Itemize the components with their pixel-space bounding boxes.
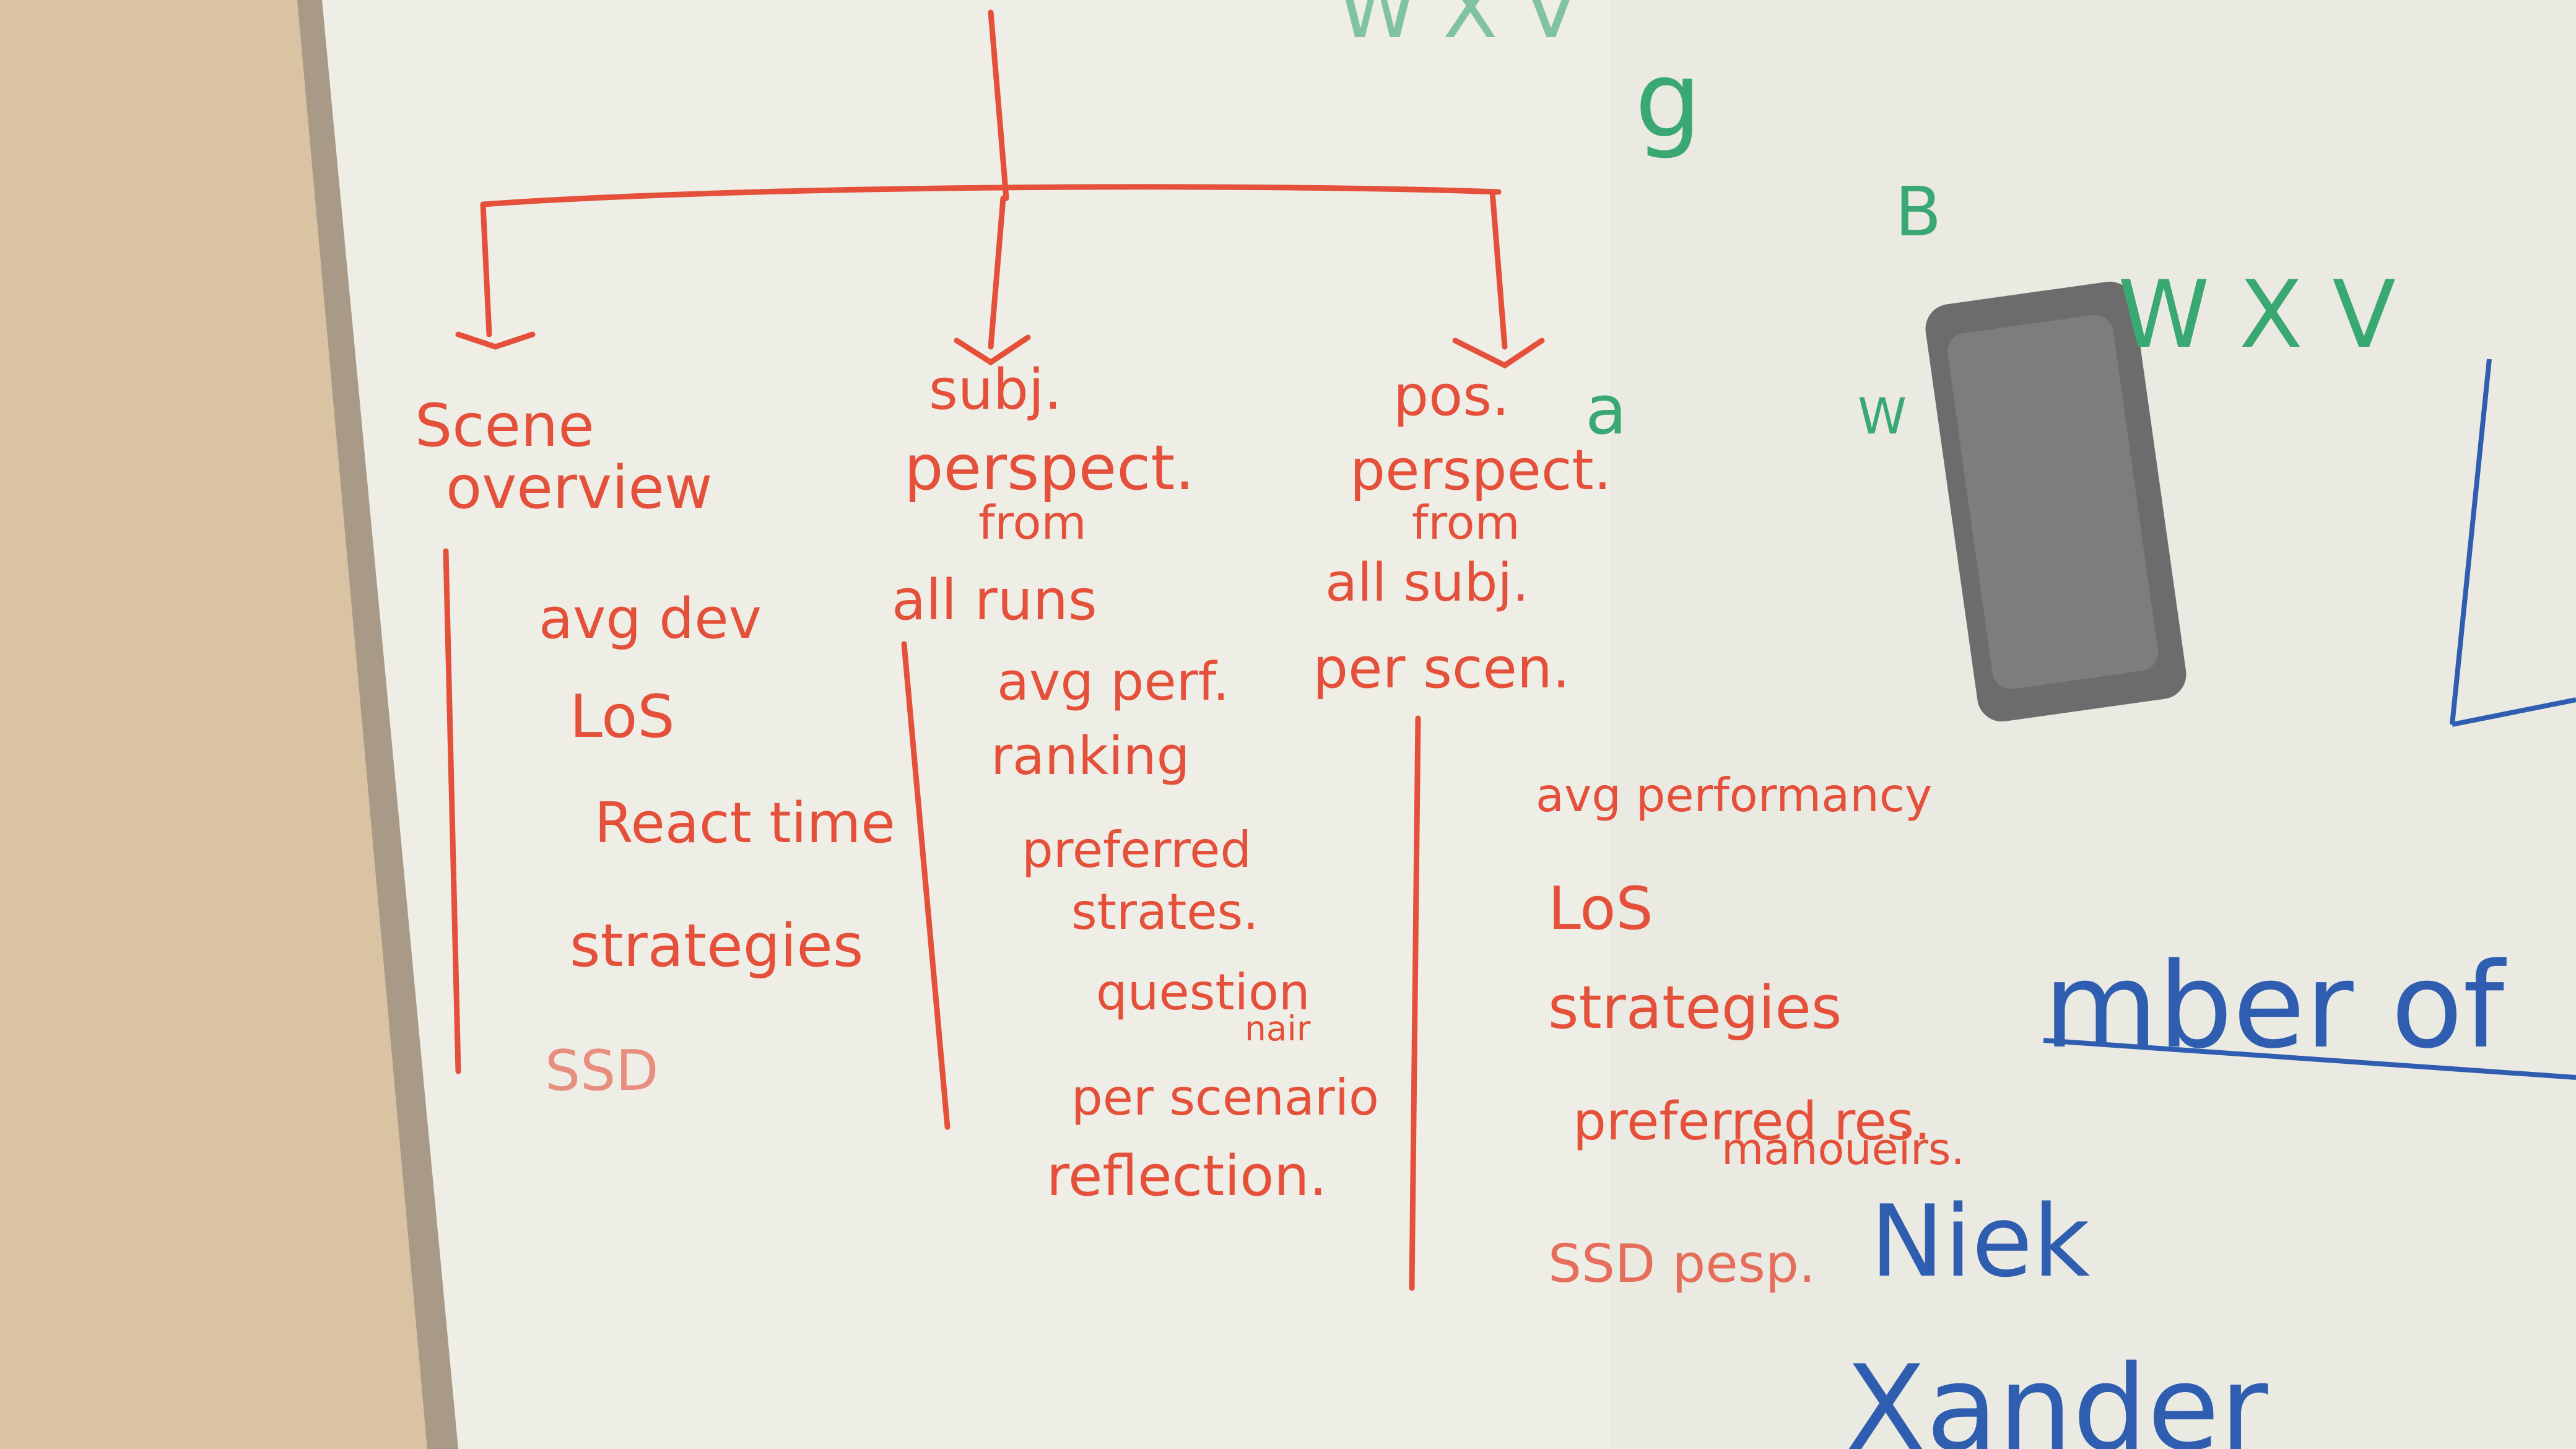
col1-item: SSD xyxy=(545,1038,659,1103)
col2-item: per scenario xyxy=(1071,1069,1379,1126)
col1-item: LoS xyxy=(570,683,675,751)
col1-item: React time xyxy=(594,791,895,856)
column-scene-overview: Scene overview avg dev LoS React time st… xyxy=(415,392,895,1103)
col3-heading-line5: per scen. xyxy=(1313,636,1570,701)
green-top-text: W X V xyxy=(1338,0,1578,56)
red-tree-lines xyxy=(443,9,1545,1291)
green-wxv: W X V xyxy=(2118,261,2396,369)
green-w: W xyxy=(1858,388,1907,445)
col3-heading-line4: all subj. xyxy=(1325,552,1529,614)
blue-niek: Niek xyxy=(1870,1183,2091,1299)
column-subj-perspect: subj. perspect. from all runs avg perf. … xyxy=(892,357,1379,1209)
col2-item: question xyxy=(1096,964,1310,1021)
col2-item: nair xyxy=(1245,1009,1311,1048)
col3-heading-line3: from xyxy=(1412,495,1520,550)
board-shading xyxy=(1610,0,2576,1449)
col3-item: preferred res. xyxy=(1573,1091,1931,1152)
col3-item: strategies xyxy=(1548,974,1842,1042)
col3-heading-line1: pos. xyxy=(1393,363,1510,429)
col2-item: avg perf. xyxy=(997,651,1229,713)
col1-item: avg dev xyxy=(539,586,762,651)
col2-heading-line3: from xyxy=(978,495,1087,550)
col1-heading-line1: Scene xyxy=(415,392,594,460)
blue-background-writing: mber of Niek Xander xyxy=(1845,938,2507,1449)
col2-item: ranking xyxy=(991,726,1190,787)
eraser xyxy=(1925,281,2187,722)
col3-heading-line2: perspect. xyxy=(1350,438,1611,503)
blue-plot-lines xyxy=(2043,359,2576,1080)
col2-item: strates. xyxy=(1071,883,1259,941)
column-pos-perspect: pos. perspect. from all subj. per scen. … xyxy=(1313,363,1965,1295)
green-background-writing: W X V g B W X V W a xyxy=(1338,0,2396,450)
col1-heading-line2: overview xyxy=(446,454,713,522)
green-g: g xyxy=(1635,39,1702,162)
blue-number-of: mber of xyxy=(2043,938,2507,1074)
col3-item: LoS xyxy=(1548,875,1653,943)
green-a: a xyxy=(1585,370,1627,450)
green-b: B xyxy=(1895,172,1941,251)
col2-item: preferred xyxy=(1022,821,1251,879)
col2-heading-line1: subj. xyxy=(929,357,1062,422)
col3-item: manoueirs. xyxy=(1721,1124,1965,1175)
col1-item: strategies xyxy=(570,912,863,980)
col3-item: SSD pesp. xyxy=(1548,1234,1816,1295)
col2-heading-line2: perspect. xyxy=(904,432,1194,504)
blue-xander: Xander xyxy=(1845,1340,2269,1449)
col3-item: avg performancy xyxy=(1536,768,1932,822)
col2-item: reflection. xyxy=(1046,1144,1327,1209)
col2-heading-line4: all runs xyxy=(892,568,1097,633)
